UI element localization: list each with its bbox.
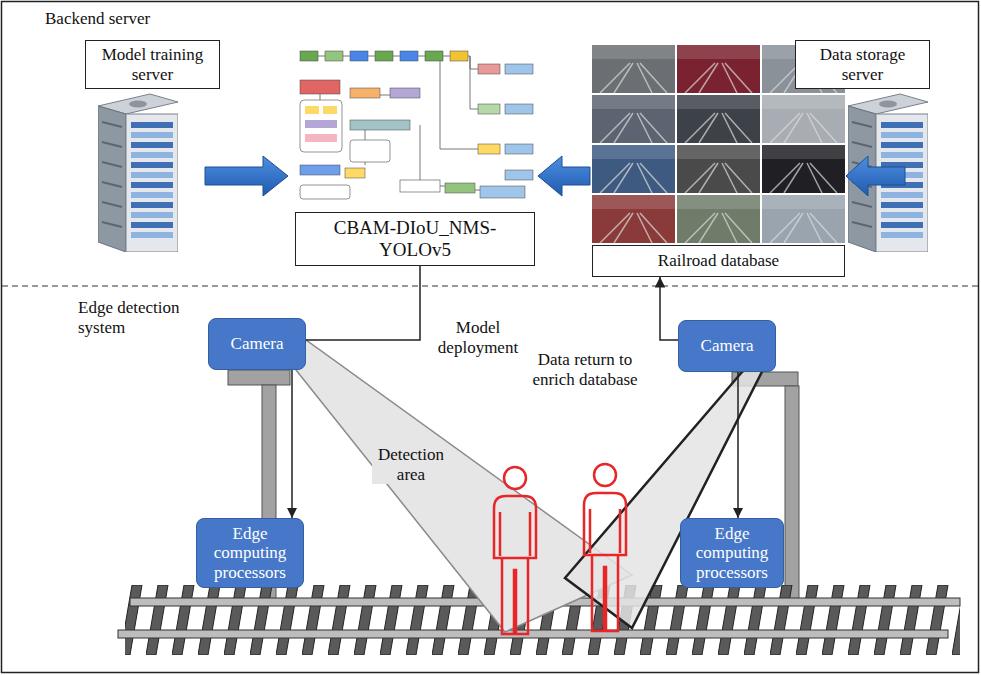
railroad-photo-grid bbox=[762, 95, 845, 143]
database-label-box: Railroad database bbox=[592, 245, 845, 277]
network-thumbnail bbox=[400, 180, 440, 192]
camera-box: Camera bbox=[678, 320, 776, 372]
network-thumbnail bbox=[505, 144, 533, 154]
network-thumbnail bbox=[300, 100, 342, 152]
railroad-photo-grid bbox=[762, 195, 845, 243]
block-arrows bbox=[846, 156, 905, 196]
network-thumbnail bbox=[345, 168, 365, 178]
edge-label: Data return to enrich database bbox=[519, 350, 651, 389]
network-thumbnail bbox=[305, 120, 337, 128]
node-text: Camera bbox=[231, 334, 284, 354]
connector-line bbox=[660, 277, 678, 340]
railroad-photo-grid bbox=[762, 145, 845, 193]
network-thumbnail bbox=[505, 170, 533, 180]
railroad-photo-grid bbox=[592, 195, 675, 243]
network-thumbnail bbox=[478, 104, 500, 114]
network-thumbnail bbox=[478, 64, 500, 74]
network-thumbnail bbox=[505, 104, 533, 114]
network-thumbnail bbox=[400, 51, 418, 61]
railroad-photo-grid bbox=[677, 95, 760, 143]
network-thumbnail bbox=[305, 134, 337, 142]
railway-track bbox=[118, 630, 948, 638]
node-text: Model training server bbox=[92, 45, 213, 84]
network-thumbnail bbox=[350, 88, 380, 98]
node-text: Edge computing processors bbox=[203, 524, 297, 583]
connector-line bbox=[291, 370, 293, 518]
railroad-photo-grid bbox=[677, 195, 760, 243]
network-thumbnail bbox=[325, 51, 343, 61]
node-text: CBAM-DIoU_NMS-YOLOv5 bbox=[302, 217, 528, 261]
railroad-photo-grid bbox=[762, 145, 845, 193]
network-thumbnail bbox=[478, 144, 500, 154]
network-thumbnail bbox=[300, 165, 340, 175]
railroad-photo-grid bbox=[677, 95, 760, 143]
camera-pole bbox=[785, 386, 799, 600]
network-thumbnail bbox=[350, 120, 410, 130]
railroad-photo-grid bbox=[677, 145, 760, 193]
network-thumbnail bbox=[390, 88, 420, 98]
network-thumbnail bbox=[445, 183, 475, 193]
block-arrows bbox=[538, 156, 590, 196]
server-label-box: Model training server bbox=[85, 40, 220, 89]
railroad-photo-grid bbox=[762, 195, 845, 243]
person-figure bbox=[494, 467, 536, 634]
railroad-photo-grid bbox=[592, 95, 675, 143]
network-thumbnail bbox=[375, 51, 393, 61]
model-name-box: CBAM-DIoU_NMS-YOLOv5 bbox=[295, 212, 535, 266]
node-text: Edge computing processors bbox=[687, 524, 777, 583]
person-figure bbox=[584, 464, 626, 631]
network-thumbnail bbox=[300, 51, 318, 61]
railroad-photo-grid bbox=[677, 195, 760, 243]
network-thumbnail bbox=[350, 51, 368, 61]
region-label: Backend server bbox=[45, 9, 205, 29]
railroad-photo-grid bbox=[592, 195, 675, 243]
server-label-box: Data storage server bbox=[795, 40, 930, 89]
network-thumbnail bbox=[300, 80, 340, 94]
edge-label: Model deployment bbox=[428, 318, 528, 357]
network-thumbnail bbox=[300, 51, 533, 199]
network-thumbnail bbox=[300, 185, 350, 199]
network-thumbnail bbox=[480, 186, 525, 198]
network-thumbnail bbox=[505, 64, 533, 74]
railroad-photo-grid bbox=[677, 45, 760, 93]
region-label: Edge detection system bbox=[78, 298, 190, 337]
railroad-photo-grid bbox=[592, 95, 675, 143]
railroad-photo-grid bbox=[592, 145, 675, 193]
divider-line bbox=[2, 285, 978, 286]
connector-line bbox=[306, 266, 420, 340]
person-figure bbox=[494, 464, 626, 634]
railroad-photo-grid bbox=[592, 145, 675, 193]
processor-box: Edge computing processors bbox=[680, 518, 784, 588]
camera-box: Camera bbox=[208, 318, 306, 370]
processor-box: Edge computing processors bbox=[196, 518, 304, 588]
railroad-photo-grid bbox=[677, 145, 760, 193]
connector-line bbox=[737, 372, 739, 518]
camera-pole bbox=[228, 370, 290, 385]
server-icon bbox=[98, 94, 178, 252]
node-text: Railroad database bbox=[658, 251, 779, 271]
network-thumbnail bbox=[350, 140, 390, 162]
network-thumbnail bbox=[425, 51, 443, 61]
railroad-photo-grid bbox=[592, 45, 675, 93]
railroad-photo-grid bbox=[677, 45, 760, 93]
block-arrows bbox=[205, 156, 288, 196]
network-thumbnail bbox=[305, 106, 319, 114]
railroad-photo-grid bbox=[592, 45, 675, 93]
area-label: Detection area bbox=[372, 445, 450, 484]
network-thumbnail bbox=[450, 51, 468, 61]
node-text: Data storage server bbox=[802, 45, 923, 84]
node-text: Camera bbox=[701, 336, 754, 356]
railroad-photo-grid bbox=[762, 95, 845, 143]
network-thumbnail bbox=[323, 106, 337, 114]
